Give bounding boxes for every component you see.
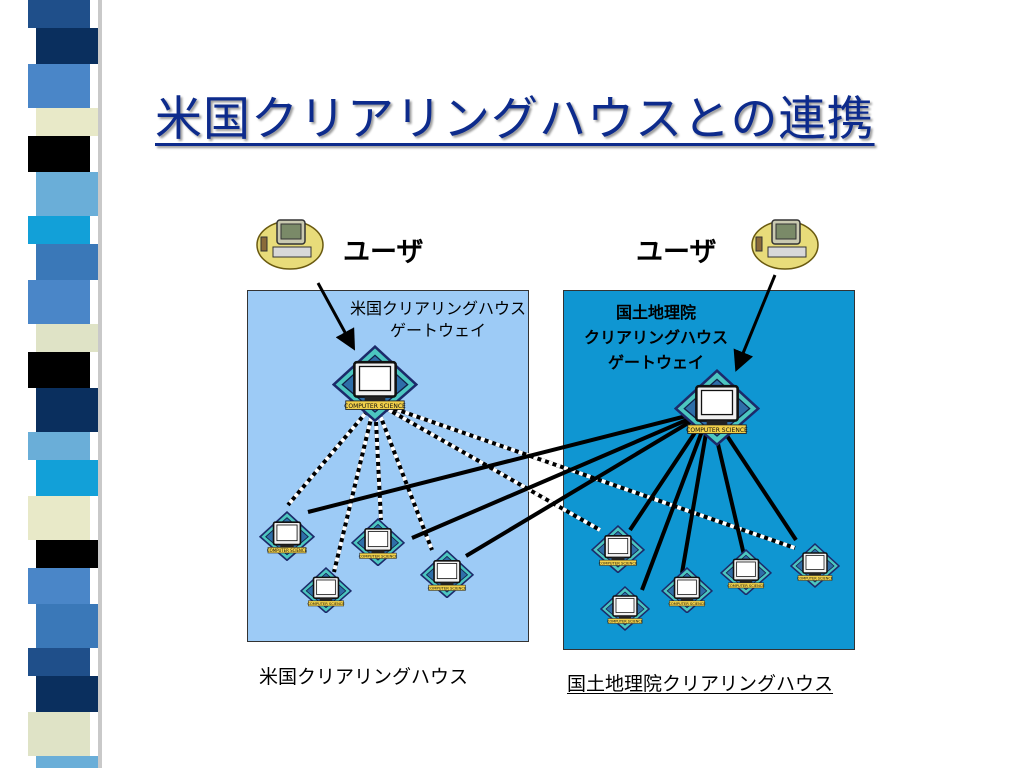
user-right-computer-icon: [751, 219, 819, 270]
user-left-computer-icon: [256, 219, 324, 270]
gsi-link-5: [640, 409, 712, 591]
svg-text:COMPUTER SCIENCE: COMPUTER SCIENCE: [307, 602, 345, 606]
user-right-arrow: [733, 274, 777, 372]
gsi-node-1: COMPUTER SCIENCE: [590, 524, 646, 578]
us-link-2: [332, 401, 377, 573]
gsi-gateway-label-line3: ゲートウェイ: [607, 353, 704, 372]
gsi-gateway-label-line2: クリアリングハウス: [583, 328, 728, 347]
svg-text:COMPUTER SCIENCE: COMPUTER SCIENCE: [797, 576, 833, 580]
gsi-node-5: COMPUTER SCIENCE: [789, 542, 841, 592]
us-clearinghouse-label: 米国クリアリングハウス: [259, 666, 469, 688]
gsi-node-2: COMPUTER SCIENCE: [599, 585, 651, 635]
us-node-3: COMPUTER SCIENCE: [299, 566, 353, 618]
gsi-gateway-label-line1: 国土地理院: [615, 303, 696, 322]
user-right-label: ユーザ: [636, 237, 717, 268]
gsi-node-4: COMPUTER SCIENCE: [719, 548, 773, 600]
us-node-1: COMPUTER SCIENCE: [258, 510, 316, 565]
us-gateway-label: 米国クリアリングハウス ゲートウェイ: [336, 298, 540, 342]
gsi-link-6: [680, 409, 712, 574]
gsi-link-1: [307, 408, 711, 514]
us-gateway-label-line2: ゲートウェイ: [389, 321, 486, 340]
us-node-4: COMPUTER SCIENCE: [419, 549, 475, 603]
us-gateway-label-line1: 米国クリアリングハウス: [349, 299, 526, 318]
gsi-node-3: COMPUTER SCIENCE: [660, 566, 714, 618]
us-link-6: [374, 400, 796, 550]
svg-text:COMPUTER SCIENCE: COMPUTER SCIENCE: [267, 548, 308, 553]
decorative-side-stripe: [28, 0, 102, 768]
svg-text:COMPUTER SCIENCE: COMPUTER SCIENCE: [599, 561, 638, 565]
gsi-clearinghouse-label: 国土地理院クリアリングハウス: [567, 673, 834, 695]
svg-text:COMPUTER SCIENCE: COMPUTER SCIENCE: [428, 586, 467, 590]
svg-text:COMPUTER SCIENCE: COMPUTER SCIENCE: [668, 602, 706, 606]
us-gateway-node: COMPUTER SCIENCE: [331, 345, 419, 426]
user-left-arrow: [316, 282, 356, 351]
gsi-gateway-label: 国土地理院 クリアリングハウス ゲートウェイ: [556, 300, 756, 375]
gsi-link-2: [411, 408, 711, 540]
us-link-4: [373, 401, 434, 551]
user-left-label: ユーザ: [343, 237, 424, 268]
gsi-gateway-node: COMPUTER SCIENCE: [673, 369, 761, 450]
svg-text:COMPUTER SCIENCE: COMPUTER SCIENCE: [727, 584, 765, 588]
svg-text:COMPUTER SCIENCE: COMPUTER SCIENCE: [344, 403, 406, 410]
page-title: 米国クリアリングハウスとの連携: [155, 92, 875, 147]
svg-text:COMPUTER SCIENCE: COMPUTER SCIENCE: [686, 427, 748, 434]
gsi-link-3: [464, 408, 712, 558]
svg-text:COMPUTER SCIENCE: COMPUTER SCIENCE: [359, 554, 398, 558]
svg-text:COMPUTER SCIENCE: COMPUTER SCIENCE: [607, 619, 643, 623]
us-link-1: [286, 400, 377, 507]
us-node-2: COMPUTER SCIENCE: [350, 517, 406, 571]
